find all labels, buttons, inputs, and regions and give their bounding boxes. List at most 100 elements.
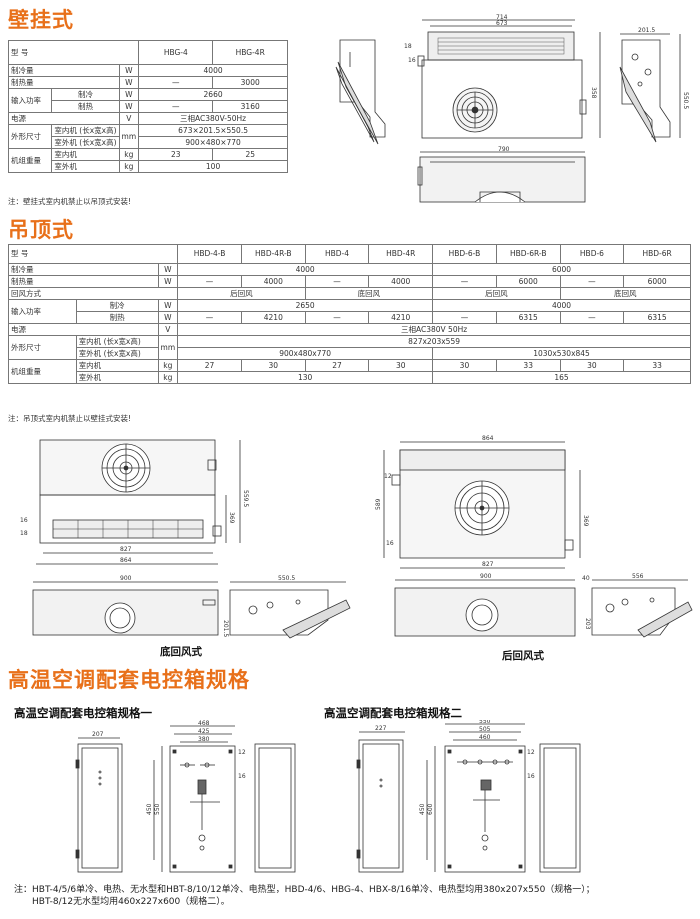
cell: 33: [495, 359, 561, 372]
ceiling-note: 注：吊顶式室内机禁止以壁挂式安装!: [8, 414, 132, 423]
wall-cool-label: 制冷量: [8, 64, 120, 77]
wall-note: 注：壁挂式室内机禁止以吊顶式安装!: [8, 197, 132, 206]
wall-unit-drawing: 714 673 358 18 16 201.5 550.5 790: [335, 14, 689, 203]
dim-369: 369: [228, 512, 235, 524]
dim-556: 556: [632, 573, 644, 580]
cell: —: [177, 311, 242, 324]
cell: 室外机 (长x宽x高): [51, 136, 120, 149]
cell: 900x480x770: [177, 347, 434, 360]
unit: V: [118, 112, 140, 125]
cell: 827x203x559: [177, 335, 691, 348]
ceiling-heat-label: 制热量: [8, 275, 159, 288]
cell: —: [138, 100, 214, 113]
cell: 后回风: [432, 287, 561, 300]
wall-model-label: 型 号: [7, 40, 140, 65]
cell: 2660: [138, 88, 288, 101]
cell: 4210: [240, 311, 306, 324]
dim-550: 550: [479, 720, 491, 725]
wall-side-view: [335, 39, 386, 145]
dim-589: 589: [375, 498, 382, 510]
dim-12: 12: [238, 749, 246, 756]
cell: —: [138, 76, 214, 89]
dim-203: 203: [584, 618, 591, 630]
dim-827: 827: [120, 546, 132, 553]
cell: —: [559, 275, 625, 288]
footnote-line-2: HBT-8/12无水型均用460x227x600（规格二）。: [32, 897, 230, 907]
cell: 6000: [623, 275, 691, 288]
unit: kg: [118, 148, 140, 161]
cell: —: [304, 275, 370, 288]
dim-227: 227: [375, 725, 387, 732]
dim-714: 714: [496, 14, 508, 21]
wall-supply-label: 电源: [8, 112, 120, 125]
ceiling-supply-label: 电源: [8, 323, 159, 336]
cell: 制冷: [75, 299, 159, 312]
dim-201-5: 201.5: [222, 620, 229, 637]
dim-201-5: 201.5: [638, 27, 655, 34]
cell: 6315: [623, 311, 691, 324]
ceiling-col: HBD-4: [304, 244, 370, 264]
dim-900: 900: [120, 575, 132, 582]
cell: 25: [212, 148, 288, 161]
unit: W: [118, 76, 140, 89]
dim-600: 600: [427, 803, 434, 815]
cell: 室内机: [75, 359, 159, 372]
cell: —: [432, 275, 497, 288]
unit: W: [157, 311, 179, 324]
cell: 30: [240, 359, 306, 372]
ceiling-col: HBD-4R: [368, 244, 434, 264]
dim-864: 864: [482, 435, 494, 442]
unit: W: [157, 275, 179, 288]
cell: 制热: [75, 311, 159, 324]
dim-460: 460: [479, 734, 491, 741]
ceiling-model-label: 型 号: [7, 244, 179, 264]
caption-rear-return: 后回风式: [502, 650, 544, 662]
dim-207: 207: [92, 731, 104, 738]
dim-358: 358: [590, 87, 597, 99]
cell: 4210: [368, 311, 434, 324]
dim-16: 16: [20, 517, 28, 524]
dim-425: 425: [198, 728, 210, 735]
caption-bottom-return: 底回风式: [160, 646, 202, 658]
section-title-wall: 壁挂式: [8, 8, 74, 32]
cell: 4000: [368, 275, 434, 288]
cell: 900×480×770: [138, 136, 288, 149]
cell: 27: [177, 359, 242, 372]
wall-weight-label: 机组重量: [7, 148, 53, 173]
dim-550-5: 550.5: [682, 92, 689, 109]
cell: 室外机: [75, 371, 159, 384]
dim-505: 505: [479, 726, 491, 733]
cell: 6000: [495, 275, 561, 288]
dim-550: 550: [154, 803, 161, 815]
dim-827: 827: [482, 561, 494, 568]
cell: 3000: [212, 76, 288, 89]
wall-heat-label: 制热量: [8, 76, 120, 89]
ceiling-col: HBD-4-B: [177, 244, 242, 264]
control-box-spec2-drawing: 227 550 505 460 600 450 12 16: [356, 720, 581, 873]
unit: W: [157, 299, 179, 312]
cell: 后回风: [177, 287, 306, 300]
ceiling-col: HBD-6-B: [432, 244, 497, 264]
ceiling-size-label: 外形尺寸: [8, 335, 77, 360]
unit: W: [157, 263, 179, 276]
wall-right-view: 201.5 550.5: [619, 27, 689, 143]
ceiling-col: HBD-6: [559, 244, 625, 264]
unit: mm: [157, 335, 179, 360]
dim-450: 450: [146, 803, 153, 815]
dim-380: 380: [198, 736, 210, 743]
cell: 4000: [240, 275, 306, 288]
footnote-line-1: 注：HBT-4/5/6单冷、电热、无水型和HBT-8/10/12单冷、电热型，H…: [14, 885, 595, 895]
dim-16: 16: [386, 540, 394, 547]
cell: —: [177, 275, 242, 288]
unit: V: [157, 323, 179, 336]
unit: mm: [118, 124, 140, 149]
ceiling-col: HBD-4R-B: [240, 244, 306, 264]
cell: 23: [138, 148, 214, 161]
ceiling-return-label: 回风方式: [7, 287, 179, 300]
cell: —: [559, 311, 625, 324]
section-title-boxes: 高温空调配套电控箱规格: [8, 668, 250, 692]
cell: 底回风: [559, 287, 692, 300]
spec1-title: 高温空调配套电控箱规格一: [14, 706, 152, 720]
dim-468: 468: [198, 720, 210, 727]
cell: —: [304, 311, 370, 324]
